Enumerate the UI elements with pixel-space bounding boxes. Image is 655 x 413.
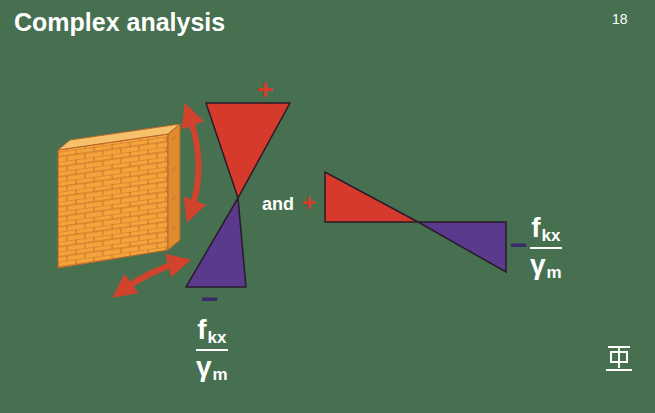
fraction-bar — [196, 349, 228, 351]
tension-triangle — [206, 103, 290, 198]
symbol: γ — [530, 251, 546, 279]
symbol: f — [531, 214, 540, 242]
subscript: m — [213, 366, 228, 383]
strength-fraction: fkx γm — [196, 316, 228, 383]
sign-minus: − — [510, 230, 528, 260]
symbol: γ — [196, 353, 212, 381]
subscript: kx — [542, 227, 561, 244]
subscript: m — [547, 264, 562, 281]
bending-arrow — [120, 262, 182, 292]
numerator: fkx — [531, 214, 560, 244]
bending-arrow — [188, 112, 199, 214]
brick-wall — [58, 124, 180, 268]
compression-triangle — [186, 198, 246, 287]
symbol: f — [197, 316, 206, 344]
connector-word: and — [262, 195, 294, 213]
sign-plus: + — [302, 191, 316, 215]
logo — [606, 347, 632, 370]
denominator: γm — [196, 353, 228, 383]
denominator: γm — [530, 251, 562, 281]
numerator: fkx — [197, 316, 226, 346]
strength-fraction: fkx γm — [530, 214, 562, 281]
sign-plus: + — [257, 76, 273, 104]
subscript: kx — [208, 329, 227, 346]
fraction-bar — [530, 247, 562, 249]
title: Complex analysis — [14, 10, 225, 35]
page-number: 18 — [612, 12, 628, 26]
tension-triangle — [325, 172, 418, 222]
sign-minus: − — [201, 284, 219, 314]
compression-triangle — [418, 222, 506, 272]
